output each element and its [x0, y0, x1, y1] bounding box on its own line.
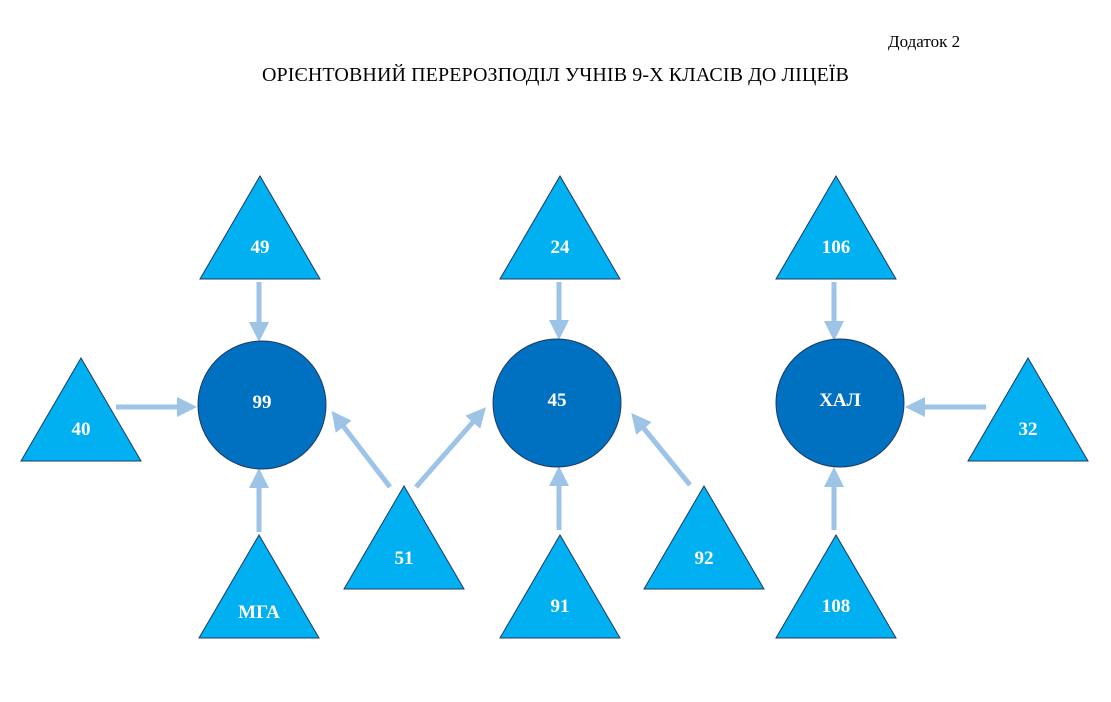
hub-hal-node: ХАЛ: [775, 338, 905, 468]
src-49-node: 49: [199, 175, 321, 280]
src-51-triangle: [343, 485, 465, 590]
src-49-label: 49: [251, 237, 270, 258]
src-24-label: 24: [551, 237, 571, 258]
src-92-node: 92: [643, 485, 765, 590]
hub-hal-circle: [775, 338, 905, 468]
hub-99-label: 99: [253, 392, 272, 413]
hub-hal-label: ХАЛ: [819, 390, 861, 411]
src-40-label: 40: [72, 419, 91, 440]
src-mga-node: МГА: [198, 534, 320, 639]
hub-99-circle: [197, 340, 327, 470]
src-91-label: 91: [551, 596, 570, 617]
arrow-92-to-45: [631, 413, 692, 487]
hub-45-node: 45: [492, 338, 622, 468]
src-32-node: 32: [967, 357, 1089, 462]
src-51-node: 51: [343, 485, 465, 590]
src-24-triangle: [499, 175, 621, 280]
src-92-triangle: [643, 485, 765, 590]
page-title: ОРІЄНТОВНИЙ ПЕРЕРОЗПОДІЛ УЧНІВ 9-Х КЛАСІ…: [262, 64, 849, 86]
src-40-node: 40: [20, 357, 142, 462]
src-106-label: 106: [822, 237, 851, 258]
src-51-label: 51: [395, 548, 414, 569]
src-mga-label: МГА: [238, 602, 280, 623]
src-106-triangle: [775, 175, 897, 280]
src-106-node: 106: [775, 175, 897, 280]
hub-45-label: 45: [548, 390, 567, 411]
src-92-label: 92: [695, 548, 714, 569]
arrow-51-to-99: [331, 410, 392, 489]
src-108-node: 108: [775, 534, 897, 639]
hub-45-circle: [492, 338, 622, 468]
src-mga-triangle: [198, 534, 320, 639]
src-91-node: 91: [499, 534, 621, 639]
src-108-label: 108: [822, 596, 851, 617]
src-24-node: 24: [499, 175, 621, 280]
hub-99-node: 99: [197, 340, 327, 470]
src-40-triangle: [20, 357, 142, 462]
src-108-triangle: [775, 534, 897, 639]
arrow-51-to-45: [414, 407, 486, 489]
src-32-triangle: [967, 357, 1089, 462]
src-32-label: 32: [1019, 419, 1038, 440]
appendix-label: Додаток 2: [888, 32, 961, 51]
src-49-triangle: [199, 175, 321, 280]
src-91-triangle: [499, 534, 621, 639]
